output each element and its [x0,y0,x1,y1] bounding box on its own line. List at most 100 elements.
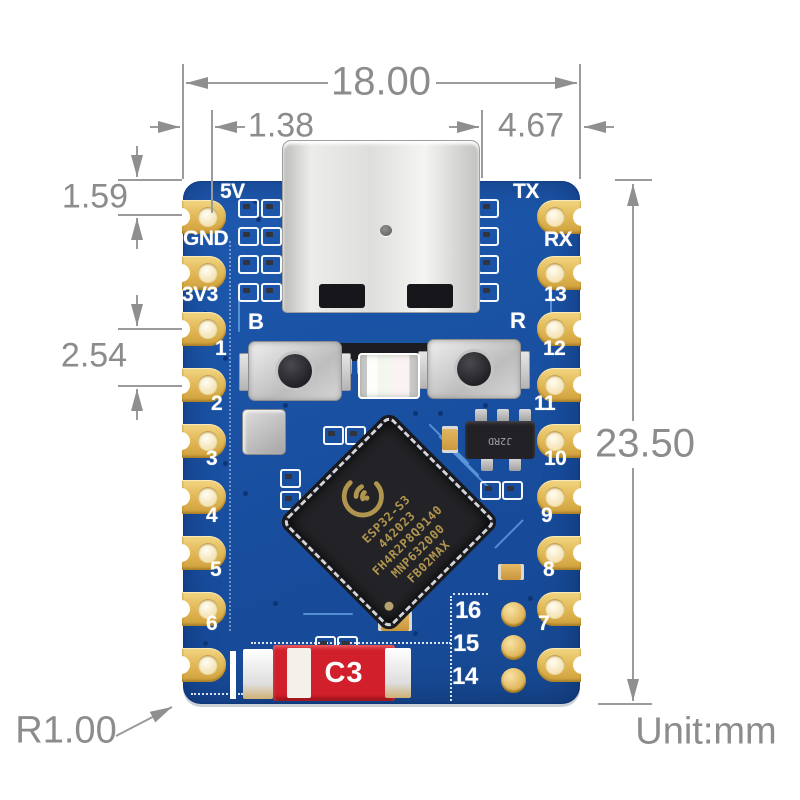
pin-label: 4 [206,504,218,527]
smd-footprint [478,255,499,274]
pin-label: 11 [534,392,556,415]
dimension-top-offset-label: 1.59 [61,177,129,216]
dimension-left-offset-label: 1.38 [247,106,315,145]
via-dot [223,461,228,466]
pin-label: 16 [455,597,481,624]
pin-label: 2 [211,392,223,415]
unit-label: Unit:mm [635,710,777,753]
pin-label: 14 [452,663,478,690]
regulator-body: J2RD [465,421,535,459]
regulator-leg [481,458,493,471]
pin-label: 3V3 [182,283,218,306]
via-dot [483,403,488,408]
dotted-silkscreen [453,593,488,595]
red-component-body: C3 [273,645,395,701]
castellated-pad [537,480,591,514]
smd-footprint [261,283,282,302]
component-end-cap [385,648,411,698]
pin-label: 15 [453,630,479,657]
regulator-leg [519,409,531,422]
smd-footprint [478,199,499,218]
castellated-pad [172,424,226,458]
dimension-board-height-label: 23.50 [594,421,696,466]
pin-label: 3 [206,447,218,470]
dotted-silkscreen [251,642,451,644]
silkscreen-mark [230,651,236,699]
castellated-pad [172,312,226,346]
capacitor [442,426,458,453]
espressif-logo-icon [341,479,384,518]
pin-label: 13 [544,283,567,306]
dimension-usb-offset-label: 4.67 [497,106,565,145]
usb-anchor-notch [407,284,453,308]
castellated-pad [537,200,591,234]
via-dot [413,631,418,636]
smd-footprint [345,426,366,445]
via-dot [283,403,288,408]
bottom-pad [501,635,526,660]
bottom-pad [501,668,526,693]
red-component-label: C3 [324,656,364,689]
via-dot [223,356,228,361]
pin-label: 5V [220,180,245,203]
pin-label: 10 [544,447,567,470]
pin-label: 1 [215,337,227,360]
pin-label: 9 [541,504,553,527]
smd-footprint [280,491,301,510]
via-dot [243,491,248,496]
via-dot [438,411,443,416]
button-cap [457,352,491,386]
regulator-leg [497,409,509,422]
usb-c-connector [282,140,480,313]
castellated-pad [172,480,226,514]
button-cap [278,354,312,388]
pin-label: 12 [543,337,566,360]
pin-label: 6 [206,612,218,635]
regulator-leg [475,409,487,422]
trace-line [303,613,353,615]
castellated-pad [172,592,226,626]
smd-footprint [238,199,259,218]
via-dot [273,601,278,606]
castellated-pad [537,424,591,458]
pin-label: 7 [538,612,550,635]
via-dot [256,217,261,222]
smd-footprint [478,283,499,302]
dotted-silkscreen [191,693,243,695]
regulator-marking: J2RD [487,434,513,446]
smd-footprint [502,481,523,500]
pin-label: 8 [543,558,555,581]
castellated-pad [172,256,226,290]
castellated-pad [537,368,591,402]
pin-label: GND [183,227,229,250]
boot-button-label: B [248,309,264,334]
smd-footprint [261,227,282,246]
dimension-board-width-label: 18.00 [330,59,432,104]
castellated-pad [537,256,591,290]
smd-footprint [261,255,282,274]
esp32-s3-chip: ESP32-S3 442023 FH4R2P8Q9140 MNP632000 F… [281,414,497,630]
via-dot [413,411,418,416]
pin-label: 5 [210,558,222,581]
chip-marking: ESP32-S3 442023 FH4R2P8Q9140 MNP632000 F… [286,419,492,625]
via-dot [253,199,258,204]
component-end-cap [243,649,273,699]
smd-footprint [238,283,259,302]
usb-shell-dimple [380,225,392,236]
castellated-pad [537,536,591,570]
rgb-led [358,353,420,399]
pcb-board: J2RD ESP32-S3 442023 FH4R2P8Q9140 MNP632… [172,140,591,704]
castellated-pad [172,200,226,234]
smd-footprint [480,481,501,500]
boot-button [239,341,351,401]
castellated-pad [537,592,591,626]
smd-footprint [261,199,282,218]
via-dot [203,641,208,646]
reset-button-label: R [510,308,526,333]
component-stripe [287,648,311,698]
dimension-pin-pitch-label: 2.54 [60,336,128,375]
via-dot [528,596,533,601]
castellated-pad [537,648,591,682]
bottom-pad [501,602,526,627]
crystal-oscillator [242,409,286,455]
